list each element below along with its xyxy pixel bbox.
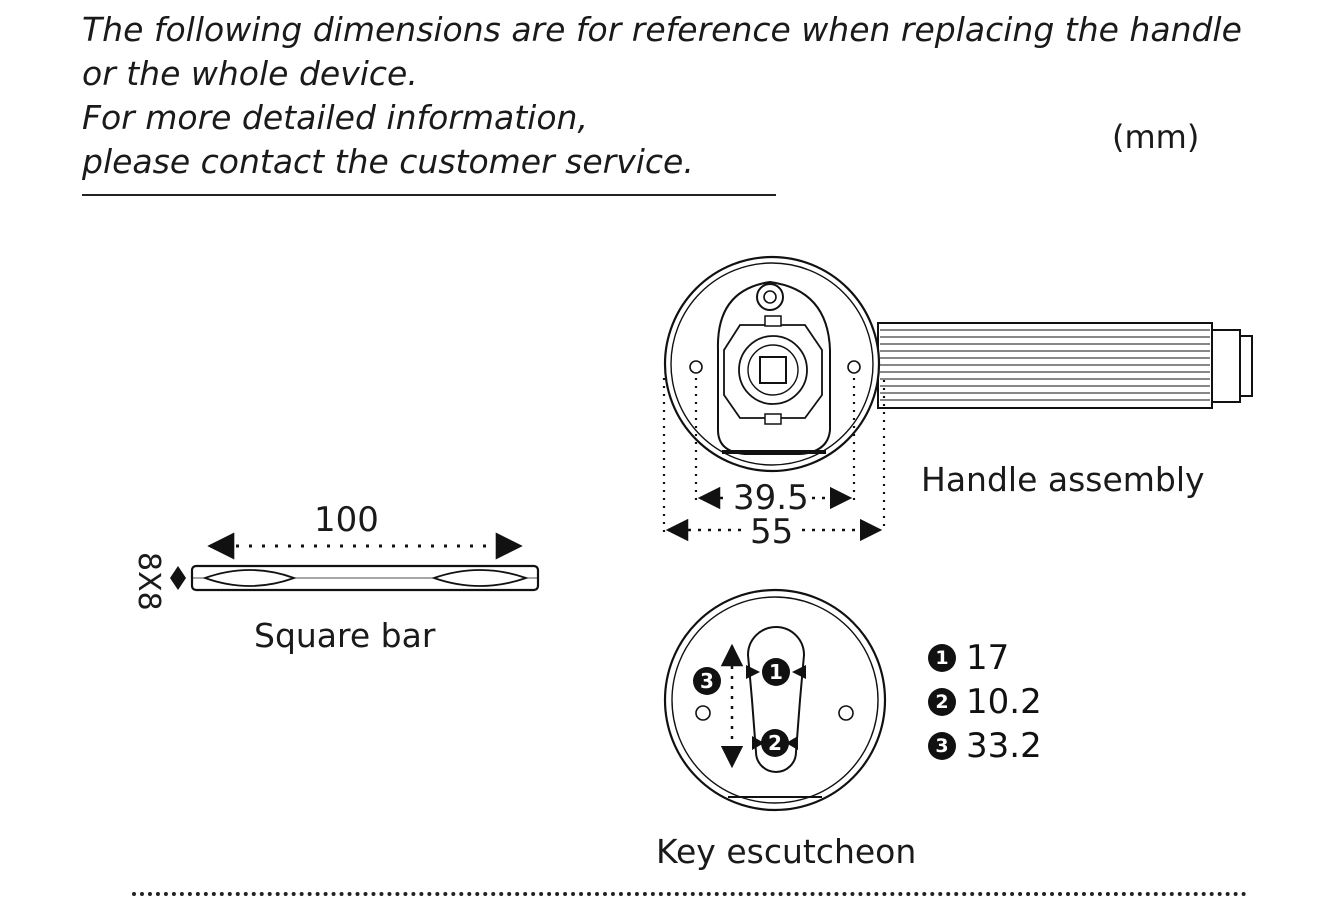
bottom-dotted-divider bbox=[132, 892, 1247, 896]
square-bar-length-label: 100 bbox=[314, 500, 379, 540]
escutcheon-marker-3-badge bbox=[693, 667, 721, 695]
escutcheon-width-arrow-right-1 bbox=[792, 665, 806, 679]
square-bar-section-label: 8X8 bbox=[131, 552, 166, 611]
key-escutcheon-drawing bbox=[663, 588, 887, 812]
escutcheon-marker-1-number: 1 bbox=[769, 660, 783, 684]
legend-row-3: 3 33.2 bbox=[928, 724, 1042, 768]
handle-outer-width-label: 55 bbox=[750, 512, 794, 552]
handle-inner-width-label: 39.5 bbox=[733, 478, 809, 518]
intro-line-1: The following dimensions are for referen… bbox=[82, 10, 1242, 49]
intro-line-4: please contact the customer service. bbox=[82, 142, 694, 181]
square-bar-label: Square bar bbox=[254, 616, 436, 655]
key-escutcheon-label: Key escutcheon bbox=[656, 832, 917, 871]
escutcheon-marker-2-badge bbox=[761, 729, 789, 757]
legend-value-1: 17 bbox=[966, 638, 1010, 678]
legend-row-1: 1 17 bbox=[928, 636, 1042, 680]
escutcheon-width-arrow-right-2 bbox=[786, 736, 798, 750]
legend-marker-1: 1 bbox=[928, 644, 956, 672]
escutcheon-marker-1-badge bbox=[762, 658, 790, 686]
intro-text: The following dimensions are for referen… bbox=[82, 8, 1282, 184]
intro-line-3: For more detailed information, bbox=[82, 98, 588, 137]
square-bar-drawing bbox=[170, 532, 540, 592]
legend-value-3: 33.2 bbox=[966, 726, 1042, 766]
legend-value-2: 10.2 bbox=[966, 682, 1042, 722]
escutcheon-width-arrow-left-1 bbox=[746, 665, 760, 679]
escutcheon-marker-2-number: 2 bbox=[768, 731, 782, 755]
unit-label: (mm) bbox=[1112, 118, 1200, 156]
escutcheon-marker-3-number: 3 bbox=[700, 669, 714, 693]
escutcheon-legend: 1 17 2 10.2 3 33.2 bbox=[928, 636, 1042, 768]
handle-assembly-label: Handle assembly bbox=[921, 460, 1205, 499]
legend-marker-3: 3 bbox=[928, 732, 956, 760]
legend-marker-2: 2 bbox=[928, 688, 956, 716]
intro-line-2: or the whole device. bbox=[82, 54, 418, 93]
square-bar-section-marker bbox=[170, 566, 186, 590]
escutcheon-width-arrow-left-2 bbox=[752, 736, 764, 750]
legend-row-2: 2 10.2 bbox=[928, 680, 1042, 724]
handle-assembly-drawing bbox=[662, 255, 1253, 542]
header-divider bbox=[82, 194, 776, 196]
